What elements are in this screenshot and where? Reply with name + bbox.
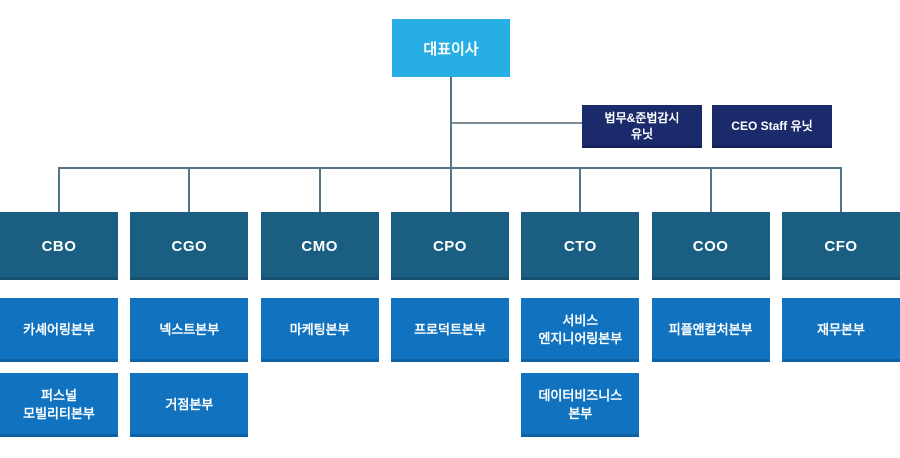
division-box-data-business: 데이터비즈니스 본부 <box>521 373 640 437</box>
division-row-1: 카셰어링본부 넥스트본부 마케팅본부 프로덕트본부 서비스 엔지니어링본부 피플… <box>0 298 900 362</box>
division-box-service-engineering: 서비스 엔지니어링본부 <box>521 298 640 362</box>
division-box-base: 거점본부 <box>130 373 249 437</box>
ceo-box: 대표이사 <box>392 19 510 77</box>
division-row-2: 퍼스널 모빌리티본부 거점본부 데이터비즈니스 본부 <box>0 373 900 437</box>
connector-horizontal-rail <box>58 167 842 169</box>
division-box-finance: 재무본부 <box>781 298 900 362</box>
division-box-next: 넥스트본부 <box>130 298 249 362</box>
executive-row: CBO CGO CMO CPO CTO COO CFO <box>0 212 900 280</box>
exec-box-cpo: CPO <box>390 212 509 280</box>
exec-box-cgo: CGO <box>130 212 249 280</box>
connector-drop-cbo <box>58 169 60 212</box>
connector-drop-cto <box>579 169 581 212</box>
exec-box-cfo: CFO <box>781 212 900 280</box>
exec-box-cbo: CBO <box>0 212 118 280</box>
division-box-carsharing: 카셰어링본부 <box>0 298 118 362</box>
exec-box-cto: CTO <box>521 212 640 280</box>
division-box-product: 프로덕트본부 <box>390 298 509 362</box>
connector-drop-cfo <box>840 169 842 212</box>
legal-compliance-unit-box: 법무&준법감시 유닛 <box>582 105 702 148</box>
division-box-people-culture: 피플앤컬처본부 <box>651 298 770 362</box>
exec-box-cmo: CMO <box>260 212 379 280</box>
division-box-personal-mobility: 퍼스널 모빌리티본부 <box>0 373 118 437</box>
connector-drop-cgo <box>188 169 190 212</box>
connector-drop-coo <box>710 169 712 212</box>
division-box-marketing: 마케팅본부 <box>260 298 379 362</box>
connector-ceo-vertical <box>450 77 452 212</box>
ceo-staff-unit-box: CEO Staff 유닛 <box>712 105 832 148</box>
connector-legal-unit-branch <box>451 122 582 124</box>
connector-drop-cmo <box>319 169 321 212</box>
exec-box-coo: COO <box>651 212 770 280</box>
